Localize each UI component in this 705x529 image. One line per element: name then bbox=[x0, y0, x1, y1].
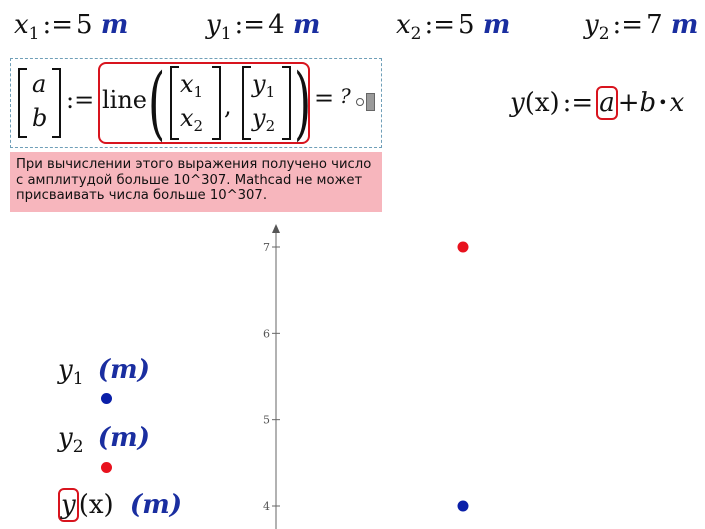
assign-operator: := bbox=[234, 10, 266, 40]
arg2-subscript: 1 bbox=[265, 83, 276, 101]
y-tick-label: 6 bbox=[263, 327, 270, 340]
var-subscript: 2 bbox=[598, 24, 610, 44]
y-tick-label: 5 bbox=[263, 414, 270, 427]
legend-unit: (m) bbox=[129, 490, 183, 520]
unit-label: m bbox=[100, 10, 129, 40]
paren-left: ( bbox=[148, 56, 166, 149]
function-name-line[interactable]: line bbox=[102, 86, 148, 114]
function-name: y bbox=[510, 88, 525, 118]
var-x: x bbox=[669, 88, 685, 118]
data-point-series-2 bbox=[457, 241, 469, 253]
var-name: y bbox=[584, 10, 599, 40]
legend-unit: (m) bbox=[97, 355, 150, 385]
data-point-series-1 bbox=[457, 500, 469, 512]
unit-label: m bbox=[670, 10, 699, 40]
legend-unit: (m) bbox=[97, 423, 150, 453]
matrix-bracket-right bbox=[52, 68, 61, 138]
error-text: При вычислении этого выражения получено … bbox=[16, 157, 372, 203]
legend-arg: (x) bbox=[78, 490, 114, 520]
def-x2[interactable]: x2:=5 m bbox=[396, 10, 510, 44]
multiply-operator: • bbox=[658, 93, 668, 112]
legend-yx[interactable]: y(x) (m) bbox=[58, 488, 183, 522]
matrix-cell-a[interactable]: a bbox=[32, 70, 47, 98]
line-expression[interactable]: a b := line ( x1 x2 , y1 y2 ) = ? bbox=[14, 56, 382, 149]
function-highlight bbox=[98, 62, 310, 144]
var-value: 5 bbox=[76, 10, 93, 40]
evaluate-operator: = bbox=[314, 84, 335, 112]
arg2-bracket-left bbox=[242, 66, 251, 140]
def-x1[interactable]: x1:=5 m bbox=[14, 10, 128, 44]
legend-y1[interactable]: y1 (m) bbox=[58, 355, 150, 389]
var-name: x bbox=[396, 10, 411, 40]
unit-label: m bbox=[482, 10, 511, 40]
function-arg: (x) bbox=[524, 88, 560, 118]
var-value: 7 bbox=[646, 10, 663, 40]
arg1-var: x bbox=[180, 104, 194, 132]
var-b: b bbox=[639, 88, 657, 118]
selected-region[interactable] bbox=[10, 58, 382, 148]
y-axis-ticks: 4 5 6 7 bbox=[263, 241, 280, 513]
arg2-bracket-right bbox=[282, 66, 291, 140]
def-y2[interactable]: y2:=7 m bbox=[584, 10, 698, 44]
arg1-bracket-left bbox=[170, 66, 179, 140]
cursor-placeholder-icon[interactable] bbox=[366, 93, 375, 111]
function-definition[interactable]: y(x):=a+b•x bbox=[510, 86, 685, 120]
var-name: x bbox=[14, 10, 29, 40]
unit-label: m bbox=[292, 10, 321, 40]
arg-separator: , bbox=[224, 92, 232, 120]
var-name: y bbox=[206, 10, 221, 40]
var-subscript: 2 bbox=[410, 24, 422, 44]
arg2-var: y bbox=[252, 70, 266, 98]
legend-subscript: 2 bbox=[72, 437, 84, 457]
y-tick-label: 7 bbox=[263, 241, 270, 254]
legend-subscript: 1 bbox=[72, 369, 84, 389]
legend-marker-blue bbox=[101, 393, 112, 404]
y-axis-arrow-icon bbox=[272, 224, 280, 233]
plus-operator: + bbox=[617, 88, 640, 118]
arg1-var: x bbox=[180, 70, 194, 98]
assign-operator: := bbox=[66, 86, 95, 114]
y-tick-label: 4 bbox=[263, 500, 270, 513]
matrix-cell-b[interactable]: b bbox=[32, 104, 48, 132]
small-circle-icon bbox=[356, 98, 364, 106]
legend-y2[interactable]: y2 (m) bbox=[58, 423, 150, 457]
y-axis bbox=[272, 224, 280, 529]
paren-right: ) bbox=[294, 56, 312, 149]
legend-var: y bbox=[58, 423, 73, 453]
def-y1[interactable]: y1:=4 m bbox=[206, 10, 320, 44]
arg2-subscript: 2 bbox=[265, 117, 276, 135]
assign-operator: := bbox=[424, 10, 456, 40]
arg1-subscript: 1 bbox=[193, 83, 204, 101]
legend-highlighted-var: y bbox=[58, 488, 79, 522]
result-placeholder[interactable]: ? bbox=[340, 84, 351, 108]
legend-var: y bbox=[58, 355, 73, 385]
matrix-bracket-left bbox=[18, 68, 27, 138]
assign-operator: := bbox=[612, 10, 644, 40]
arg1-bracket-right bbox=[212, 66, 221, 140]
highlighted-var-a[interactable]: a bbox=[596, 86, 618, 120]
assign-operator: := bbox=[562, 88, 594, 118]
arg2-var: y bbox=[252, 104, 266, 132]
legend-marker-red bbox=[101, 462, 112, 473]
var-value: 4 bbox=[268, 10, 285, 40]
error-tooltip: При вычислении этого выражения получено … bbox=[10, 152, 382, 212]
plot-points bbox=[457, 241, 469, 512]
arg1-subscript: 2 bbox=[193, 117, 204, 135]
var-value: 5 bbox=[458, 10, 475, 40]
var-subscript: 1 bbox=[28, 24, 40, 44]
assign-operator: := bbox=[42, 10, 74, 40]
var-subscript: 1 bbox=[220, 24, 232, 44]
